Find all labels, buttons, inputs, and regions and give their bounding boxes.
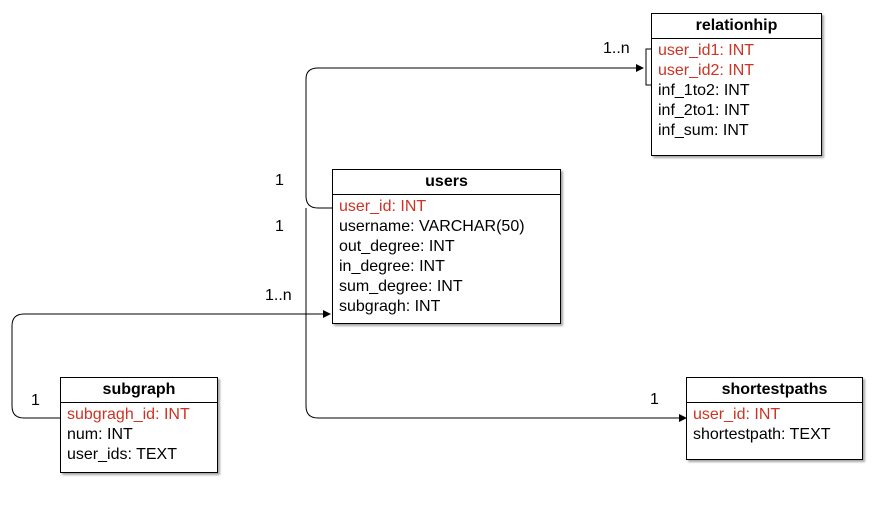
field-list: user_id: INT username: VARCHAR(50) out_d… xyxy=(333,195,560,317)
cardinality-label: 1..n xyxy=(603,40,630,57)
entity-title: users xyxy=(333,170,560,195)
field-out-degree: out_degree: INT xyxy=(339,238,455,255)
field-username: username: VARCHAR(50) xyxy=(339,218,525,235)
field-in-degree: in_degree: INT xyxy=(339,258,445,275)
edge-subgraph-users xyxy=(11,310,331,419)
field-shortestpath: shortestpath: TEXT xyxy=(693,426,831,443)
entity-title: relationhip xyxy=(652,14,821,39)
field-user-id2: user_id2: INT xyxy=(658,62,755,79)
edge-users-relationhip xyxy=(305,64,644,209)
entity-subgraph[interactable]: subgraph subgragh_id: INT num: INT user_… xyxy=(60,377,218,473)
field-user-ids: user_ids: TEXT xyxy=(67,446,177,463)
cardinality-label: 1 xyxy=(650,391,659,408)
field-user-id1: user_id1: INT xyxy=(658,42,755,59)
field-inf-2to1: inf_2to1: INT xyxy=(658,102,750,119)
edge-users-shortestpaths xyxy=(305,208,687,422)
field-list: subgragh_id: INT num: INT user_ids: TEXT xyxy=(61,403,217,465)
entity-relationhip[interactable]: relationhip user_id1: INT user_id2: INT … xyxy=(651,13,822,156)
field-user-id: user_id: INT xyxy=(339,198,427,215)
entity-title: shortestpaths xyxy=(687,378,862,403)
cardinality-label: 1..n xyxy=(265,287,292,304)
field-inf-sum: inf_sum: INT xyxy=(658,122,749,139)
cardinality-label: 1 xyxy=(275,218,284,235)
field-list: user_id1: INT user_id2: INT inf_1to2: IN… xyxy=(652,39,821,141)
cardinality-label: 1 xyxy=(31,392,40,409)
field-list: user_id: INT shortestpath: TEXT xyxy=(687,403,862,445)
entity-title: subgraph xyxy=(61,378,217,403)
field-subgragh: subgragh: INT xyxy=(339,298,441,315)
field-sum-degree: sum_degree: INT xyxy=(339,278,463,295)
entity-users[interactable]: users user_id: INT username: VARCHAR(50)… xyxy=(332,169,561,324)
field-inf-1to2: inf_1to2: INT xyxy=(658,82,750,99)
entity-shortestpaths[interactable]: shortestpaths user_id: INT shortestpath:… xyxy=(686,377,863,460)
field-user-id: user_id: INT xyxy=(693,406,781,423)
field-num: num: INT xyxy=(67,426,133,443)
field-subgragh-id: subgragh_id: INT xyxy=(67,406,190,423)
cardinality-label: 1 xyxy=(275,172,284,189)
